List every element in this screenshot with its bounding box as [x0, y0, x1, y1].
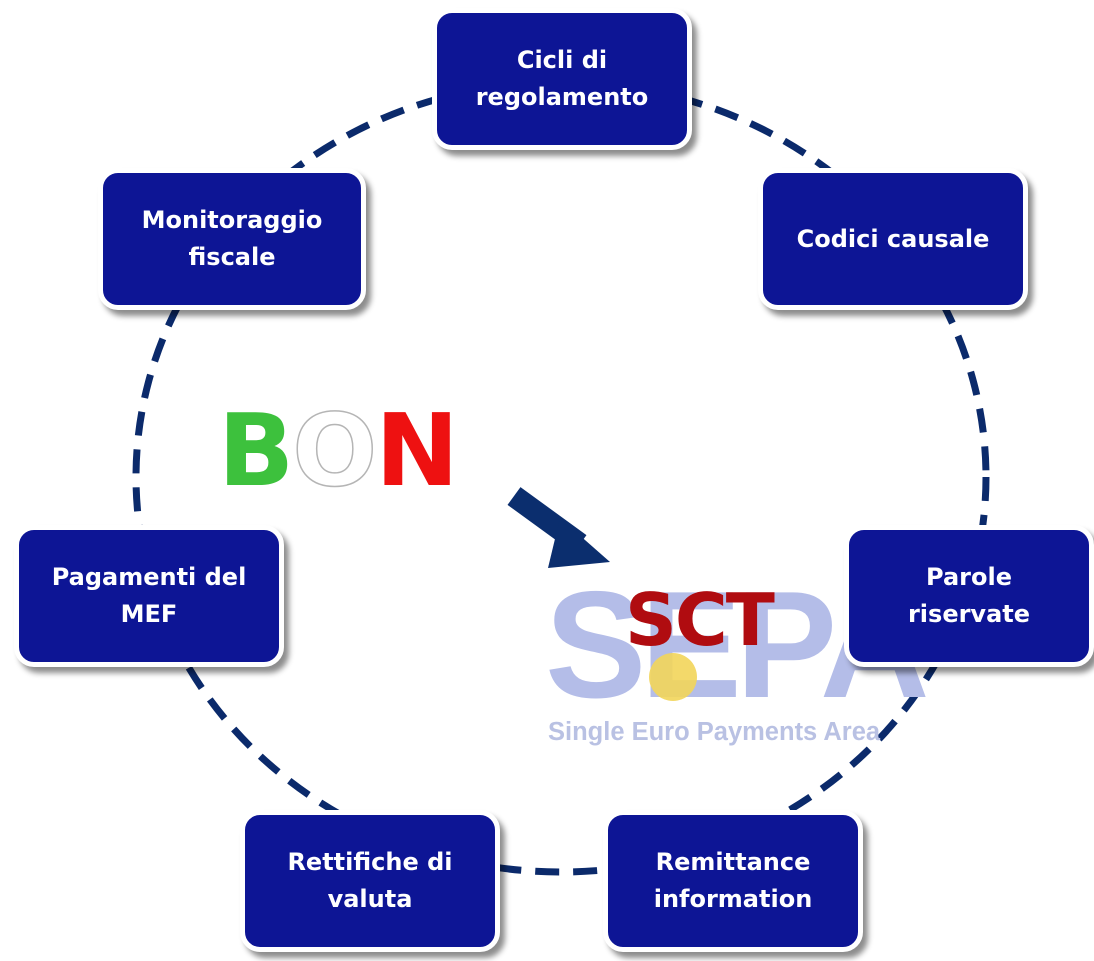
box-monitoraggio-fiscale: Monitoraggio fiscale [98, 168, 366, 310]
box-parole-riservate: Parole riservate [844, 525, 1094, 667]
box-pagamenti-del-mef: Pagamenti del MEF [14, 525, 284, 667]
box-codici-causale: Codici causale [758, 168, 1028, 310]
sepa-tagline: Single Euro Payments Area [548, 718, 881, 746]
sct-label: SCT [625, 578, 775, 662]
box-remittance-information: Remittance information [603, 810, 863, 952]
box-remittance-label: Remittance information [653, 848, 813, 913]
box-codici-label: Codici causale [796, 224, 990, 253]
box-pagamenti-label: Pagamenti del MEF [51, 563, 247, 628]
box-monitoraggio-label: Monitoraggio fiscale [141, 206, 323, 271]
box-cicli-label: Cicli di regolamento [475, 46, 649, 111]
box-rettifiche-label: Rettifiche di valuta [287, 848, 453, 913]
bon-letter-b: B [218, 392, 294, 509]
box-rettifiche-di-valuta: Rettifiche di valuta [240, 810, 500, 952]
bon-letter-n: N [375, 392, 459, 509]
arrow-right-down-icon [507, 487, 610, 568]
euro-mark-icon [649, 653, 697, 701]
box-cicli-di-regolamento: Cicli di regolamento [432, 8, 692, 150]
bon-label: BON [218, 395, 459, 507]
bon-letter-o: O [291, 392, 378, 509]
box-parole-label: Parole riservate [907, 563, 1031, 628]
